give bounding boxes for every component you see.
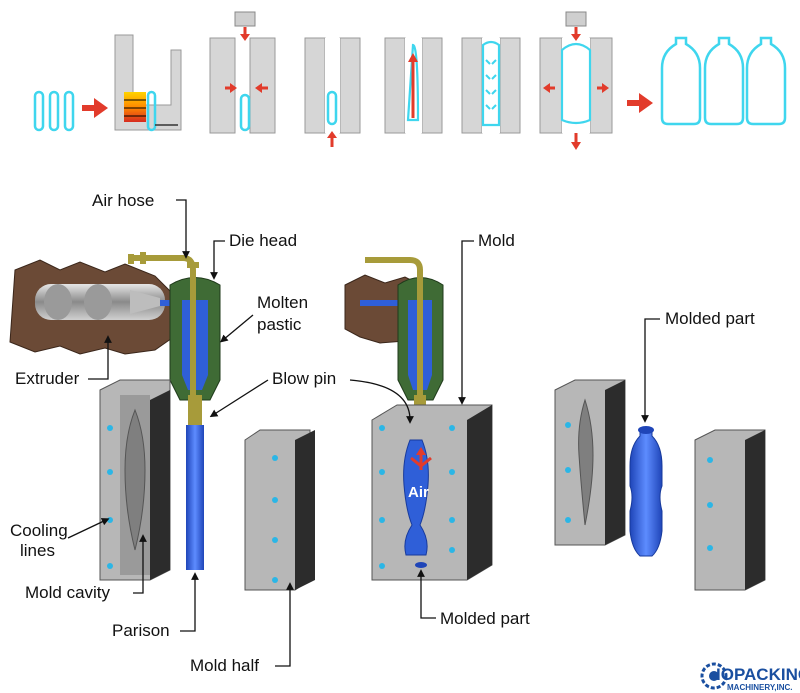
air-hose-center: [365, 257, 423, 420]
preforms-group: [33, 90, 75, 132]
process-arrow-1: [82, 98, 108, 118]
left-mold-half: [99, 379, 171, 581]
final-blow-station: [539, 11, 613, 150]
leader-molded-part-right: [641, 318, 660, 423]
labels: Air hose Die head Molten pastic Extruder…: [10, 191, 755, 675]
hose-fittings: [128, 252, 199, 268]
stretch-blow-process-strip: [33, 11, 787, 150]
stretch-rod-station: [304, 37, 361, 147]
center-assembly: Air: [344, 257, 493, 581]
right-assembly: [554, 379, 766, 591]
leader-blow-pin-left: [209, 379, 269, 418]
label-extruder: Extruder: [15, 369, 80, 388]
leader-parison: [180, 572, 199, 632]
label-mold: Mold: [478, 231, 515, 250]
logo-main-text: IOPACKING: [716, 665, 800, 684]
leader-mold-cavity: [133, 534, 147, 594]
preform-1: [33, 90, 45, 132]
mold-close-station: [209, 11, 276, 134]
leader-molded-part-center: [417, 569, 436, 619]
label-cooling-2: lines: [20, 541, 55, 560]
bottle-3: [745, 36, 787, 126]
right-mold-half: [244, 429, 315, 591]
heating-station: [114, 34, 182, 132]
stretching-station: [384, 37, 443, 134]
finished-bottles: [660, 36, 787, 126]
label-molded-part-right: Molded part: [665, 309, 755, 328]
label-mold-half: Mold half: [190, 656, 259, 675]
logo-sub-text: MACHINERY,INC.: [727, 683, 792, 692]
leader-cooling: [67, 518, 110, 539]
leader-mold: [458, 240, 474, 405]
pre-blow-station: [461, 37, 521, 134]
label-molten-1: Molten: [257, 293, 308, 312]
right-open-mold-right: [694, 429, 766, 591]
preform-3: [63, 90, 75, 132]
company-logo: IOPACKING MACHINERY,INC.: [700, 662, 800, 692]
extruder: [9, 259, 190, 355]
right-molded-bottle: [629, 426, 663, 557]
label-molded-part-center: Molded part: [440, 609, 530, 628]
parison-tube: [186, 425, 204, 570]
right-open-mold-left: [554, 379, 626, 546]
label-cooling-1: Cooling: [10, 521, 68, 540]
leader-extruder: [88, 335, 112, 380]
leader-air-hose: [176, 199, 190, 259]
label-parison: Parison: [112, 621, 170, 640]
leader-blow-pin-right: [349, 379, 414, 424]
bottle-1: [660, 36, 702, 126]
label-die-head: Die head: [229, 231, 297, 250]
left-assembly: [9, 252, 315, 591]
leader-mold-half: [275, 582, 294, 667]
leader-die-head: [210, 240, 225, 280]
air-label: Air: [408, 484, 429, 501]
label-blow-pin: Blow pin: [272, 369, 336, 388]
bottle-2: [703, 36, 745, 126]
label-molten-2: pastic: [257, 315, 302, 334]
process-arrow-2: [627, 93, 653, 113]
preform-2: [48, 90, 60, 132]
label-mold-cavity: Mold cavity: [25, 583, 111, 602]
leader-molten: [220, 314, 254, 343]
label-air-hose: Air hose: [92, 191, 154, 210]
closed-mold: Air: [371, 404, 493, 581]
